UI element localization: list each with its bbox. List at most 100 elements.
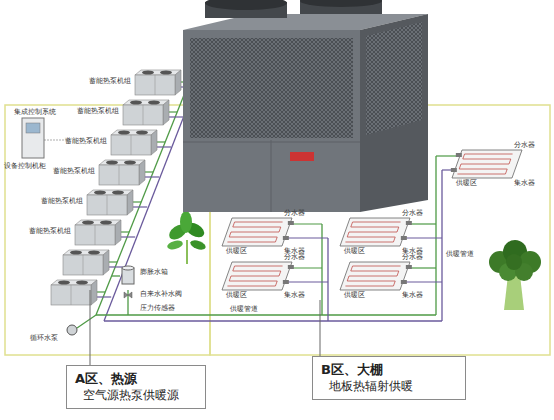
supply-pipe <box>127 290 128 315</box>
part-label: 分水器 <box>284 209 305 217</box>
unit-fan <box>82 221 94 225</box>
callout-box: A区、热源空气源热泵供暖源 <box>66 365 206 409</box>
unit-fan <box>76 281 88 285</box>
expansion-tank <box>122 266 134 270</box>
heat-pump-photo <box>183 142 360 143</box>
manifold <box>401 236 407 240</box>
part-label: 设备控制机柜 <box>4 162 46 170</box>
coil-pipe <box>345 266 400 286</box>
return-pipe <box>403 237 442 238</box>
manifold <box>406 265 412 269</box>
unit-side <box>163 100 169 125</box>
unit-fan <box>100 221 112 225</box>
heat-pump-unit <box>51 70 181 305</box>
part-label: 循环水泵 <box>30 334 58 342</box>
unit-seam <box>119 165 120 185</box>
unit-top <box>111 130 157 135</box>
supply-pipe <box>290 267 322 268</box>
unit-seam <box>83 255 84 275</box>
heat-pump-photo <box>271 140 272 212</box>
unit-fan <box>124 161 136 165</box>
manifold <box>406 221 412 225</box>
supply-pipe <box>104 320 442 321</box>
callout-heading: B区、大棚 <box>321 361 457 378</box>
supply-pipe <box>133 201 141 202</box>
unit-side <box>139 160 145 185</box>
coil-zone <box>452 150 522 178</box>
part-label: 蓄能热泵机组 <box>77 107 119 115</box>
part-label: 集成控制系统 <box>14 108 56 116</box>
unit-side <box>175 70 181 95</box>
part-label: 供暖区 <box>344 247 365 255</box>
unit-seam <box>107 195 108 215</box>
return-pipe <box>109 266 123 267</box>
part-label: 供暖管道 <box>230 305 258 313</box>
unit-top <box>75 220 121 225</box>
spinach-illustration <box>189 239 207 252</box>
part-label: 分水器 <box>402 209 423 217</box>
part-label: 供暖管道 <box>446 250 474 258</box>
unit-fan <box>142 71 154 75</box>
part-label: 分水器 <box>514 141 535 149</box>
heat-pump-photo <box>190 38 353 138</box>
heat-pump-photo <box>300 0 382 7</box>
unit-side <box>151 130 157 155</box>
return-pipe <box>285 281 328 282</box>
part-label: 蓄能热泵机组 <box>29 227 71 235</box>
return-pipe <box>157 146 171 147</box>
spinach-illustration <box>166 211 207 264</box>
manifold <box>456 153 462 157</box>
unit-side <box>91 280 97 305</box>
coil-zone <box>222 262 292 290</box>
part-label: 供暖区 <box>226 291 247 299</box>
manifold <box>288 221 294 225</box>
valve-symbol <box>124 292 132 298</box>
spinach-illustration <box>166 239 184 251</box>
return-pipe <box>121 236 135 237</box>
unit-seam <box>131 135 132 155</box>
unit-fan <box>118 131 130 135</box>
return-pipe <box>285 237 328 238</box>
unit-top <box>51 280 97 285</box>
return-pipe <box>403 281 442 282</box>
unit-front <box>99 165 139 185</box>
manifold <box>283 236 289 240</box>
manifold <box>451 168 457 172</box>
unit-top <box>135 70 181 75</box>
part-label: 集水器 <box>514 179 535 187</box>
part-label: 供暖区 <box>226 247 247 255</box>
unit-side <box>127 190 133 215</box>
heat-pump-photo <box>183 30 360 212</box>
supply-pipe <box>169 111 177 112</box>
coil-zone <box>340 218 410 246</box>
manifold <box>401 280 407 284</box>
supply-pipe <box>435 156 436 315</box>
spinach-illustration <box>186 240 188 264</box>
unit-fan <box>58 281 70 285</box>
unit-seam <box>155 75 156 95</box>
control-cabinet <box>26 123 40 133</box>
heat-pump-photo <box>366 22 422 135</box>
unit-front <box>111 135 151 155</box>
region-frame <box>5 105 550 355</box>
leader-line <box>90 290 91 365</box>
part-label: 自来水补水阀 <box>140 290 182 298</box>
part-label: 膨胀水箱 <box>140 268 168 276</box>
unit-fan <box>136 131 148 135</box>
callout-text: 地板热辐射供暖 <box>321 378 457 395</box>
supply-pipe <box>157 141 165 142</box>
unit-fan <box>112 191 124 195</box>
unit-seam <box>95 225 96 245</box>
unit-fan <box>106 161 118 165</box>
coil-pipe <box>227 222 282 242</box>
callout-box: B区、大棚地板热辐射供暖 <box>312 356 466 400</box>
callout-text: 空气源热泵供暖源 <box>75 387 197 404</box>
part-label: 蓄能热泵机组 <box>53 167 95 175</box>
control-cabinet <box>22 118 70 158</box>
unit-fan <box>130 101 142 105</box>
coil-zone <box>222 218 292 246</box>
unit-front <box>87 195 127 215</box>
return-pipe <box>145 176 159 177</box>
unit-top <box>123 100 169 105</box>
